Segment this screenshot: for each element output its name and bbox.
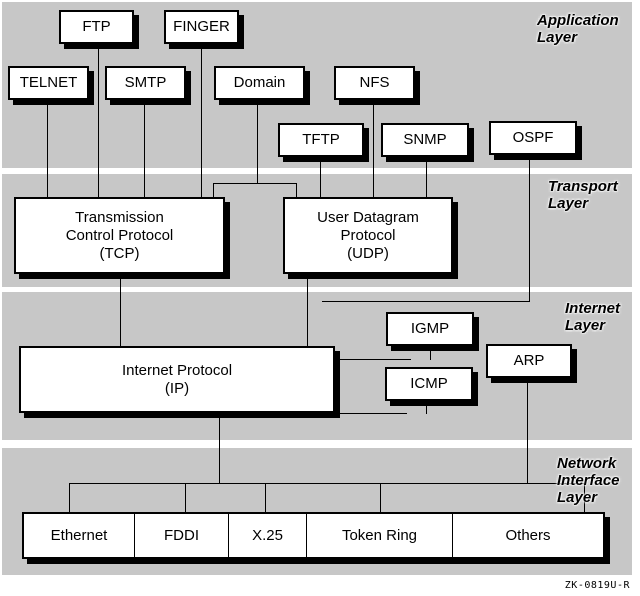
- connector-domain-udp: [296, 183, 297, 198]
- interface-label: Ethernet: [50, 527, 108, 544]
- network-interface-others: Others: [453, 514, 603, 557]
- protocol-label: SMTP: [124, 74, 167, 91]
- protocol-label: Control Protocol: [65, 226, 174, 244]
- network-interface-x25: X.25: [229, 514, 307, 557]
- protocol-label: ARP: [513, 352, 545, 369]
- protocol-box-tcp: Transmission Control Protocol (TCP): [14, 197, 225, 274]
- protocol-label: Internet Protocol: [121, 361, 233, 379]
- interface-label: FDDI: [164, 527, 199, 544]
- label-line: Network: [557, 455, 617, 472]
- connector-finger-tcp: [201, 46, 202, 198]
- protocol-box-tftp: TFTP: [278, 123, 364, 157]
- label-line: Interface: [557, 472, 620, 489]
- protocol-label: ICMP: [410, 375, 448, 392]
- protocol-label: (IP): [164, 379, 190, 397]
- connector-token-ring: [380, 483, 381, 513]
- label-line: Internet: [565, 300, 621, 317]
- connector-fddi: [185, 483, 186, 513]
- interface-label: X.25: [252, 527, 283, 544]
- connector-ftp-tcp: [98, 46, 99, 198]
- connector-domain-split: [213, 183, 297, 184]
- connector-ospf-ip: [322, 301, 530, 302]
- label-line: Layer: [548, 195, 589, 212]
- connector-udp-ip: [307, 274, 308, 348]
- connector-domain-tcp: [213, 183, 214, 198]
- connector-ospf: [529, 155, 530, 301]
- label-line: Application: [537, 12, 619, 29]
- protocol-label: TFTP: [302, 131, 340, 148]
- protocol-box-domain: Domain: [214, 66, 305, 100]
- protocol-label: User Datagram: [317, 208, 419, 226]
- label-line: Layer: [565, 317, 606, 334]
- protocol-box-ip: Internet Protocol (IP): [19, 346, 335, 413]
- protocol-label: FINGER: [173, 18, 230, 35]
- interface-label: Token Ring: [341, 527, 418, 544]
- connector-snmp-udp: [426, 157, 427, 198]
- transport-layer-label: Transport Layer: [548, 178, 618, 212]
- connector-others: [584, 483, 585, 513]
- connector-x25: [265, 483, 266, 513]
- protocol-label: IGMP: [410, 320, 450, 337]
- label-line: Layer: [557, 489, 598, 506]
- protocol-label: Domain: [233, 74, 286, 91]
- connector-arp-network: [527, 376, 528, 484]
- figure-caption: ZK-0819U-R: [564, 580, 630, 591]
- protocol-box-ospf: OSPF: [489, 121, 577, 155]
- protocol-box-igmp: IGMP: [386, 312, 474, 346]
- application-layer-label: Application Layer: [537, 12, 619, 46]
- connector-igmp: [430, 345, 431, 360]
- connector-ip-network: [219, 412, 220, 484]
- network-interface-bar: Ethernet FDDI X.25 Token Ring Others: [22, 512, 605, 559]
- connector-telnet-tcp: [47, 100, 48, 198]
- connector-smtp-tcp: [144, 100, 145, 198]
- connector-nfs-udp: [373, 100, 374, 198]
- connector-network-bus: [69, 483, 585, 484]
- protocol-label: SNMP: [403, 131, 447, 148]
- network-interface-fddi: FDDI: [135, 514, 229, 557]
- protocol-label: (TCP): [99, 244, 140, 262]
- protocol-label: NFS: [359, 74, 390, 91]
- connector-tftp-udp: [320, 157, 321, 198]
- protocol-box-nfs: NFS: [334, 66, 415, 100]
- protocol-label: (UDP): [347, 244, 389, 262]
- connector-icmp-ip: [335, 413, 407, 414]
- label-line: Transport: [548, 178, 618, 195]
- connector-tcp-ip: [120, 274, 121, 348]
- protocol-label: TELNET: [19, 74, 78, 91]
- protocol-label: FTP: [82, 18, 111, 35]
- protocol-box-udp: User Datagram Protocol (UDP): [283, 197, 453, 274]
- protocol-box-ftp: FTP: [59, 10, 134, 44]
- protocol-box-smtp: SMTP: [105, 66, 186, 100]
- connector-icmp: [426, 400, 427, 414]
- protocol-box-icmp: ICMP: [385, 367, 473, 401]
- protocol-label: Protocol: [340, 226, 396, 244]
- label-line: Layer: [537, 29, 578, 46]
- protocol-label: Transmission: [75, 208, 164, 226]
- connector-ethernet: [69, 483, 70, 513]
- connector-igmp-ip: [335, 359, 411, 360]
- protocol-box-snmp: SNMP: [381, 123, 469, 157]
- network-interface-ethernet: Ethernet: [24, 514, 135, 557]
- protocol-box-finger: FINGER: [164, 10, 239, 44]
- protocol-label: OSPF: [512, 129, 554, 146]
- network-interface-layer-label: Network Interface Layer: [557, 455, 620, 506]
- protocol-box-arp: ARP: [486, 344, 572, 378]
- network-interface-token-ring: Token Ring: [307, 514, 453, 557]
- connector-domain: [257, 100, 258, 184]
- internet-layer-label: Internet Layer: [565, 300, 620, 334]
- protocol-box-telnet: TELNET: [8, 66, 89, 100]
- interface-label: Others: [505, 527, 551, 544]
